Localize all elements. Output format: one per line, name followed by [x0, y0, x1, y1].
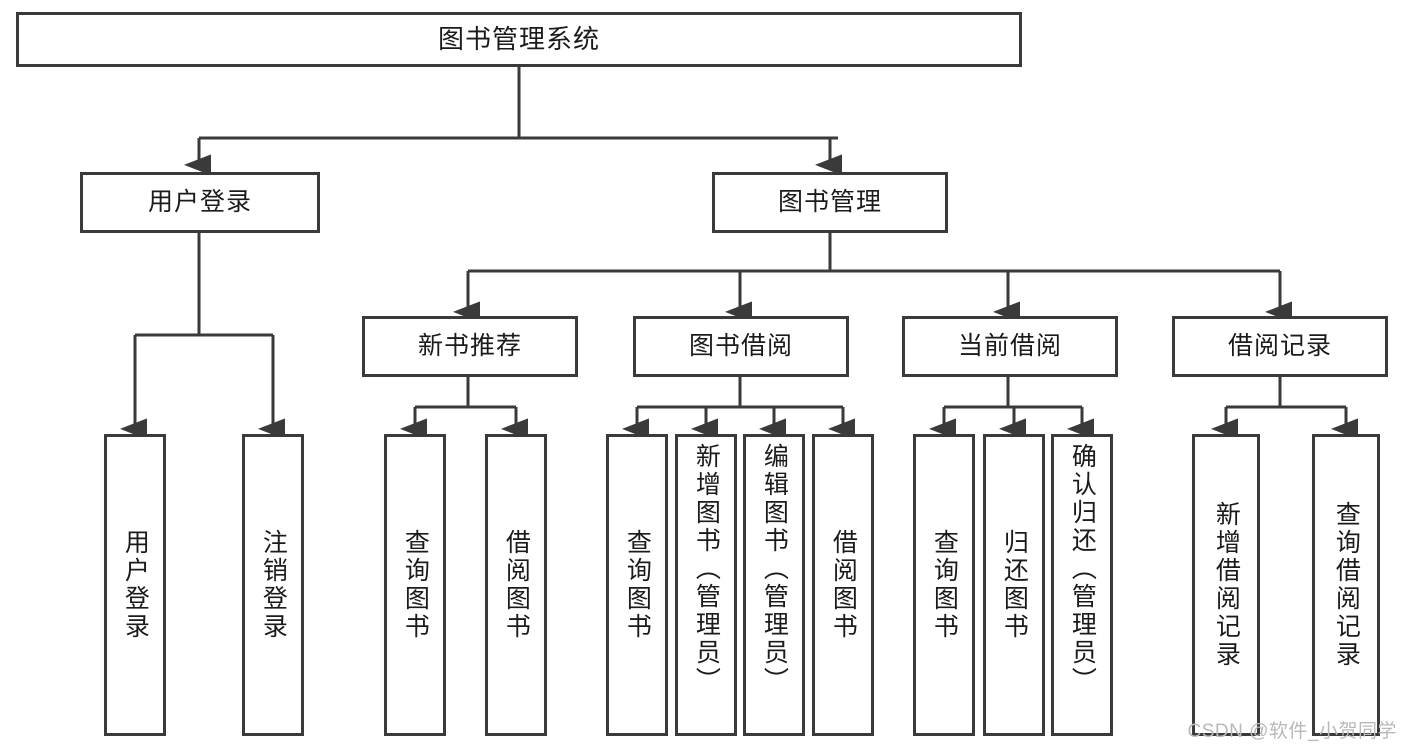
- node-label: 注销登录: [259, 529, 288, 641]
- leaf-current-borrow-query-book[interactable]: 查询图书: [913, 434, 975, 736]
- node-label: 新增图书（管理员）: [692, 443, 721, 695]
- node-label: 借阅图书: [502, 529, 531, 641]
- node-label: 用户登录: [147, 188, 252, 217]
- node-borrow-record[interactable]: 借阅记录: [1172, 316, 1388, 377]
- node-label: 确认归还（管理员）: [1068, 443, 1097, 695]
- leaf-book-borrow-query-book[interactable]: 查询图书: [606, 434, 668, 736]
- node-label: 图书借阅: [688, 332, 793, 361]
- leaf-new-book-borrow-book[interactable]: 借阅图书: [485, 434, 547, 736]
- node-label: 借阅记录: [1227, 332, 1332, 361]
- leaf-borrow-record-add-record[interactable]: 新增借阅记录: [1192, 434, 1260, 736]
- leaf-book-borrow-borrow-book[interactable]: 借阅图书: [812, 434, 874, 736]
- node-label: 查询借阅记录: [1332, 501, 1361, 669]
- leaf-current-borrow-confirm-return-admin[interactable]: 确认归还（管理员）: [1051, 434, 1113, 736]
- node-label: 用户登录: [121, 529, 150, 641]
- node-label: 新增借阅记录: [1212, 501, 1241, 669]
- node-current-borrow[interactable]: 当前借阅: [902, 316, 1118, 377]
- node-user-login[interactable]: 用户登录: [80, 172, 320, 233]
- leaf-borrow-record-query-record[interactable]: 查询借阅记录: [1312, 434, 1380, 736]
- node-label: 借阅图书: [829, 529, 858, 641]
- node-new-book-recommend[interactable]: 新书推荐: [362, 316, 578, 377]
- node-label: 归还图书: [1000, 529, 1029, 641]
- watermark-text: CSDN @软件_小贺同学: [1187, 721, 1397, 742]
- node-label: 查询图书: [401, 529, 430, 641]
- leaf-book-borrow-edit-book-admin[interactable]: 编辑图书（管理员）: [743, 434, 805, 736]
- leaf-current-borrow-return-book[interactable]: 归还图书: [983, 434, 1045, 736]
- node-label: 新书推荐: [417, 332, 522, 361]
- node-book-management[interactable]: 图书管理: [712, 172, 948, 233]
- leaf-user-login-login[interactable]: 用户登录: [104, 434, 166, 736]
- node-label: 图书管理系统: [437, 23, 600, 54]
- node-label: 查询图书: [623, 529, 652, 641]
- leaf-new-book-query-book[interactable]: 查询图书: [384, 434, 446, 736]
- node-root-book-management-system[interactable]: 图书管理系统: [16, 12, 1022, 67]
- node-label: 查询图书: [930, 529, 959, 641]
- node-book-borrow[interactable]: 图书借阅: [633, 316, 849, 377]
- node-label: 当前借阅: [957, 332, 1062, 361]
- leaf-book-borrow-add-book-admin[interactable]: 新增图书（管理员）: [675, 434, 737, 736]
- leaf-user-login-logout[interactable]: 注销登录: [242, 434, 304, 736]
- node-label: 编辑图书（管理员）: [760, 443, 789, 695]
- node-label: 图书管理: [777, 188, 882, 217]
